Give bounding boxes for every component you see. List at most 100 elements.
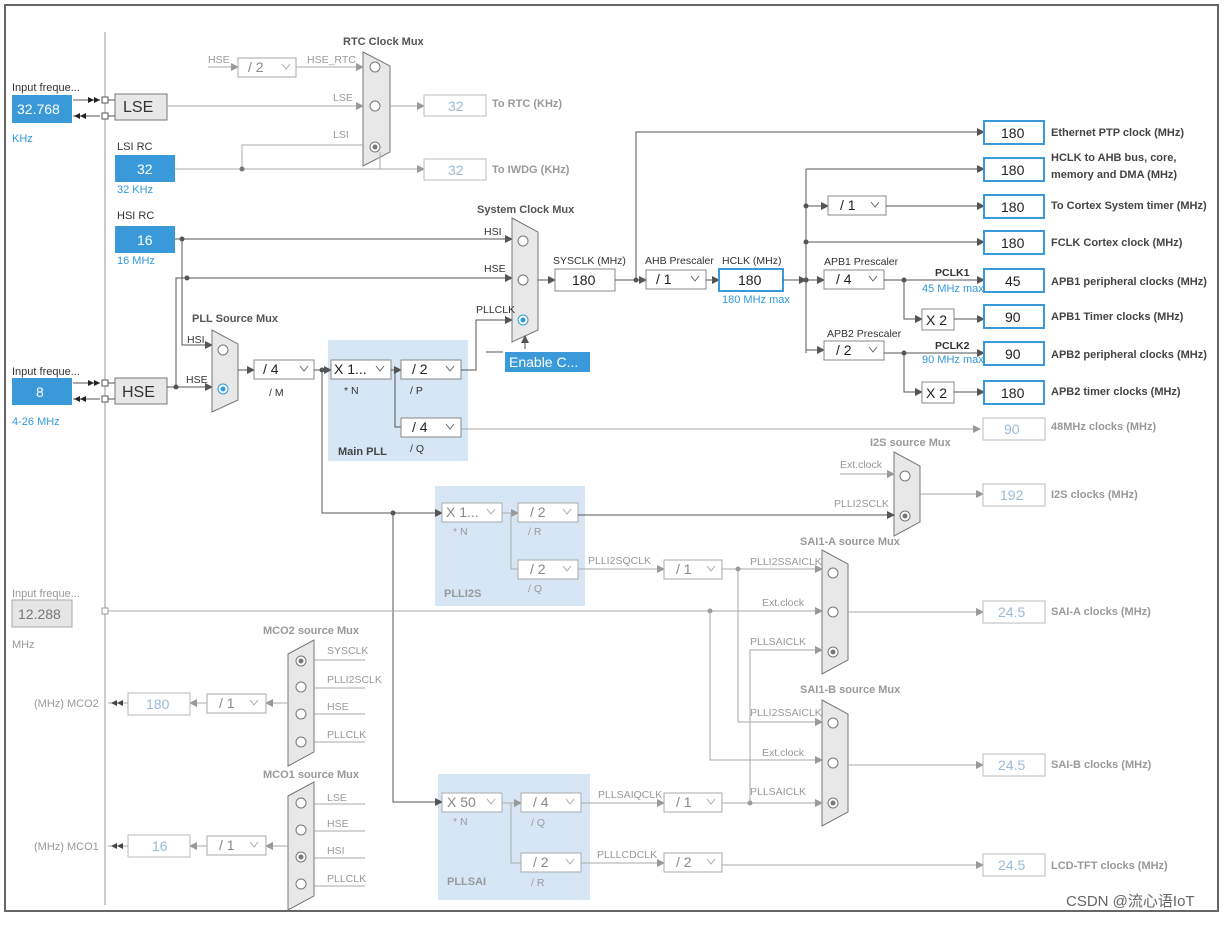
pclk2-label: PCLK2 xyxy=(935,340,970,352)
pll-source-mux-title: PLL Source Mux xyxy=(192,313,279,325)
output-apb1-periph-value: 45 xyxy=(1005,273,1021,289)
cortex-timer-divider[interactable] xyxy=(827,195,887,216)
sai-b-plli2ssaiclk-label: PLLI2SSAICLK xyxy=(750,707,822,719)
pllsai-r-value: / 2 xyxy=(533,854,549,870)
apb2-prescaler[interactable] xyxy=(823,340,885,361)
mco1-source-mux[interactable] xyxy=(287,781,315,911)
output-apb2-timer: 180 APB2 timer clocks (MHz) xyxy=(983,380,1181,405)
sai-a-mux-title: SAI1-A source Mux xyxy=(800,536,901,548)
main-pll-p-label: / P xyxy=(410,385,423,397)
output-fclk: 180 FCLK Cortex clock (MHz) xyxy=(983,230,1183,255)
mco2-divider[interactable] xyxy=(206,693,267,714)
apb1-prescaler[interactable] xyxy=(823,269,885,290)
pllsai-cdclk-divider[interactable] xyxy=(663,852,723,873)
rtc-mux-hse-rtc-label: HSE_RTC xyxy=(307,54,356,66)
output-sai-a-value: 24.5 xyxy=(998,604,1025,620)
output-sai-a-box xyxy=(982,600,1046,624)
output-fclk-value: 180 xyxy=(1001,235,1025,251)
ahb-prescaler-label: AHB Prescaler xyxy=(645,255,714,267)
hse-input-label: Input freque... xyxy=(12,366,80,378)
pclk1-max: 45 MHz max xyxy=(922,283,984,295)
input-connectors xyxy=(73,99,100,400)
iwdg-output-label: To IWDG (KHz) xyxy=(492,164,570,176)
output-fclk-label: FCLK Cortex clock (MHz) xyxy=(1051,237,1183,249)
rtc-mux-lse-label: LSE xyxy=(333,92,353,104)
system-clock-mux-title: System Clock Mux xyxy=(477,204,575,216)
sys-mux-hsi-label: HSI xyxy=(484,226,502,238)
hclk-value: 180 xyxy=(738,272,762,288)
rtc-output-label: To RTC (KHz) xyxy=(492,98,562,110)
apb2-timer-multiplier-value: X 2 xyxy=(926,385,947,401)
main-pll-q-divider[interactable] xyxy=(400,417,462,438)
input-arrows xyxy=(74,97,100,402)
pllsai-q-divider[interactable] xyxy=(520,792,582,813)
pllsai-cdclk-divider-value: / 2 xyxy=(676,854,692,870)
output-hclk-ahb: 180 HCLK to AHB bus, core, memory and DM… xyxy=(983,152,1177,182)
output-ethernet-ptp-label: Ethernet PTP clock (MHz) xyxy=(1051,127,1184,139)
mco1-hsi-label: HSI xyxy=(327,845,345,857)
pllsai-q-value: / 4 xyxy=(533,794,549,810)
sai-b-mux-title: SAI1-B source Mux xyxy=(800,684,901,696)
output-cortex-timer-label: To Cortex System timer (MHz) xyxy=(1051,200,1207,212)
plli2s-qclk-divider[interactable] xyxy=(663,559,723,580)
hse-input-value: 8 xyxy=(36,384,44,400)
pllsai-title: PLLSAI xyxy=(447,876,486,888)
main-pll-q-label: / Q xyxy=(410,443,424,455)
plli2s-qclk-label: PLLI2SQCLK xyxy=(588,555,651,567)
hsi-rc-value-box xyxy=(115,226,175,253)
mco2-pllclk-label: PLLCLK xyxy=(327,729,366,741)
iwdg-output-value: 32 xyxy=(448,162,464,178)
sai-b-pllsaiclk-label: PLLSAICLK xyxy=(750,786,806,798)
output-hclk-ahb-label1: HCLK to AHB bus, core, xyxy=(1051,152,1177,164)
pllsai-q-label: / Q xyxy=(531,817,545,829)
mco2-output-box xyxy=(127,692,191,716)
output-apb2-periph-value: 90 xyxy=(1005,346,1021,362)
pll-m-label: / M xyxy=(269,387,284,399)
hse-input-unit: 4-26 MHz xyxy=(12,416,60,428)
plli2s-r-divider[interactable] xyxy=(517,502,579,523)
mco1-lse-label: LSE xyxy=(327,792,347,804)
lse-input-field[interactable] xyxy=(12,95,72,123)
hse-input-field[interactable] xyxy=(12,378,72,405)
ahb-prescaler[interactable] xyxy=(645,269,707,290)
sys-mux-pllclk-label: PLLCLK xyxy=(476,304,515,316)
rtc-mux-title: RTC Clock Mux xyxy=(343,36,425,48)
lse-input: Input freque... 32.768 KHz xyxy=(12,82,80,145)
ext-input-field[interactable] xyxy=(11,599,73,628)
plli2s-q-divider[interactable] xyxy=(517,559,579,580)
mco2-source-mux[interactable] xyxy=(287,639,315,767)
mco2-sysclk-label: SYSCLK xyxy=(327,645,368,657)
lse-block[interactable] xyxy=(114,93,168,121)
pllsai-r-divider[interactable] xyxy=(520,852,582,873)
pll-source-mux[interactable] xyxy=(211,329,239,413)
output-lcd-label: LCD-TFT clocks (MHz) xyxy=(1051,860,1168,872)
pll-mux-hse-label: HSE xyxy=(186,374,208,386)
i2s-mux-plli2sclk-label: PLLI2SCLK xyxy=(834,498,889,510)
i2s-source-mux[interactable] xyxy=(893,451,921,537)
apb1-prescaler-label: APB1 Prescaler xyxy=(824,256,899,268)
output-apb2-timer-label: APB2 timer clocks (MHz) xyxy=(1051,386,1181,398)
output-i2s-box xyxy=(982,483,1046,507)
lsi-rc-sub: 32 KHz xyxy=(117,184,153,196)
pllsai-qclk-divider[interactable] xyxy=(663,792,723,813)
apb1-timer-multiplier-value: X 2 xyxy=(926,312,947,328)
enable-css-button[interactable] xyxy=(505,352,590,372)
mco1-divider[interactable] xyxy=(206,835,267,856)
ext-input-label: Input freque... xyxy=(12,588,80,600)
rtc-output-value: 32 xyxy=(448,98,464,114)
hse-block[interactable] xyxy=(114,377,168,405)
hsi-rc-value: 16 xyxy=(137,232,153,248)
output-cortex-timer-value: 180 xyxy=(1001,199,1025,215)
sai-b-ext-label: Ext.clock xyxy=(762,747,805,759)
mco1-mux-title: MCO1 source Mux xyxy=(263,769,360,781)
sai-a-plli2ssaiclk-label: PLLI2SSAICLK xyxy=(750,556,822,568)
main-pll-p-divider[interactable] xyxy=(400,359,462,380)
output-48mhz-label: 48MHz clocks (MHz) xyxy=(1051,421,1156,433)
ext-input-value: 12.288 xyxy=(18,606,61,622)
rtc-hse-divider-value: / 2 xyxy=(248,59,264,75)
i2s-mux-ext-label: Ext.clock xyxy=(840,459,883,471)
plli2s-r-value: / 2 xyxy=(530,504,546,520)
plli2s-r-label: / R xyxy=(528,526,542,538)
lsi-rc-value-box xyxy=(115,155,175,182)
